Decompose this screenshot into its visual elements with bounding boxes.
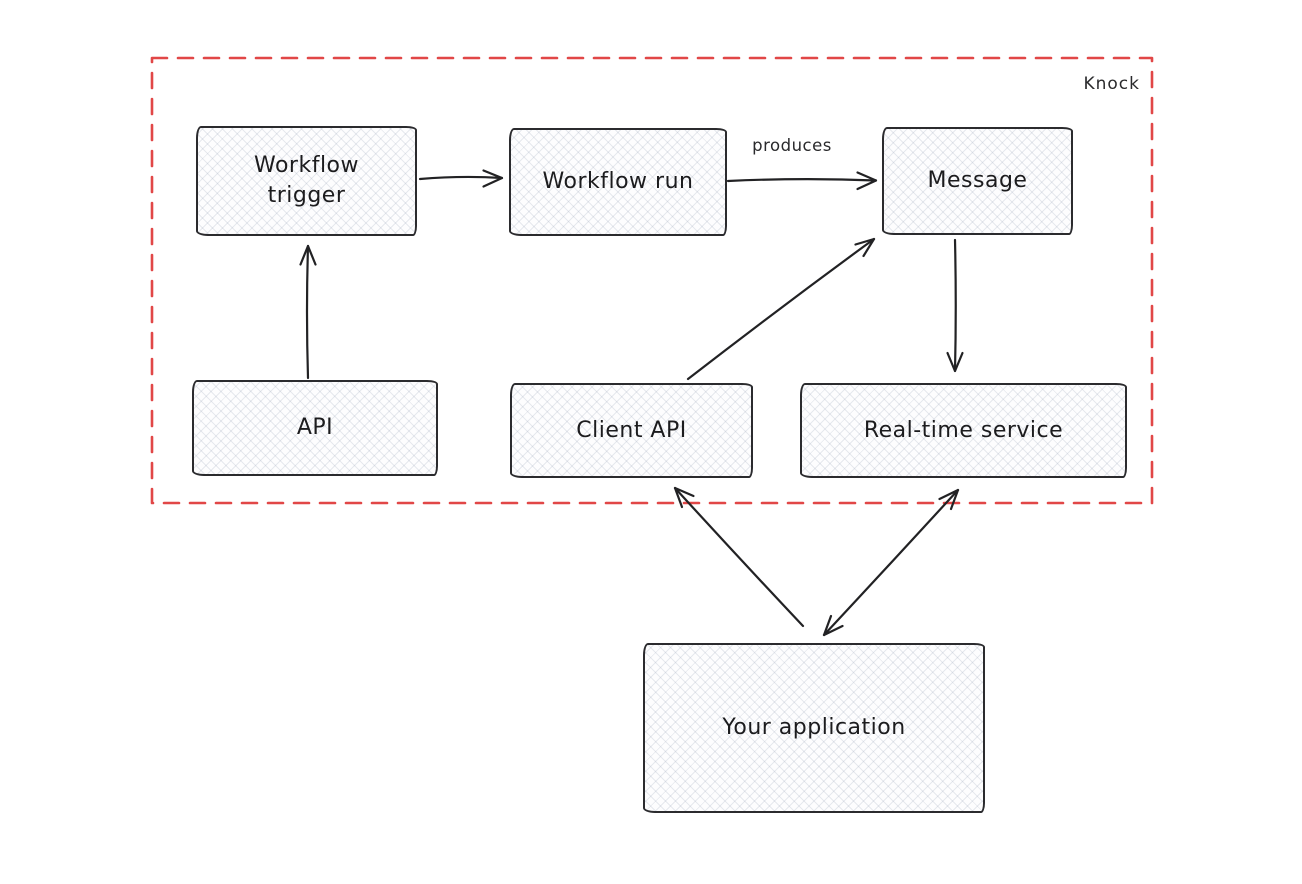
node-client-api: Client API — [510, 383, 753, 478]
arrow-yourapp-realtime-bidirectional — [822, 488, 960, 637]
arrow-api-to-trigger — [299, 244, 317, 380]
arrow-yourapp-to-clientapi — [673, 486, 805, 628]
node-workflow-run: Workflow run — [509, 128, 727, 236]
edge-label-produces: produces — [752, 136, 832, 155]
arrow-clientapi-to-message — [686, 237, 876, 381]
node-message-label: Message — [927, 168, 1028, 194]
node-api: API — [192, 380, 438, 476]
node-real-time-service: Real-time service — [800, 383, 1127, 478]
node-message: Message — [882, 127, 1073, 235]
node-workflow-trigger-label: Workflow trigger — [253, 153, 360, 208]
node-your-application-label: Your application — [722, 715, 906, 741]
node-workflow-trigger: Workflow trigger — [196, 126, 417, 236]
arrow-message-to-realtime — [946, 238, 964, 373]
node-your-application: Your application — [643, 643, 985, 813]
arrow-trigger-to-run — [418, 169, 504, 188]
node-api-label: API — [296, 415, 334, 441]
arrow-run-to-message — [726, 171, 878, 191]
node-client-api-label: Client API — [576, 417, 687, 443]
knock-boundary-label: Knock — [1083, 74, 1140, 94]
node-workflow-run-label: Workflow run — [542, 169, 694, 195]
node-real-time-service-label: Real-time service — [863, 417, 1064, 443]
